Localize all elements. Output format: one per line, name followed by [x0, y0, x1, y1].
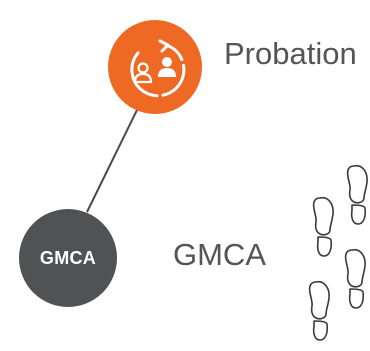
probation-node — [108, 20, 202, 114]
footprint-shoe — [308, 280, 330, 341]
gmca-node: GMCA — [19, 209, 117, 307]
gmca-circle-text: GMCA — [39, 247, 97, 268]
gmca-label: GMCA — [173, 237, 266, 272]
footprint-shoe — [312, 196, 334, 257]
footprint-shoe — [346, 164, 368, 225]
footprint-shoe — [344, 248, 366, 309]
footprints-icon — [308, 164, 368, 341]
person-cycle-icon — [130, 39, 186, 98]
probation-label: Probation — [224, 36, 357, 71]
